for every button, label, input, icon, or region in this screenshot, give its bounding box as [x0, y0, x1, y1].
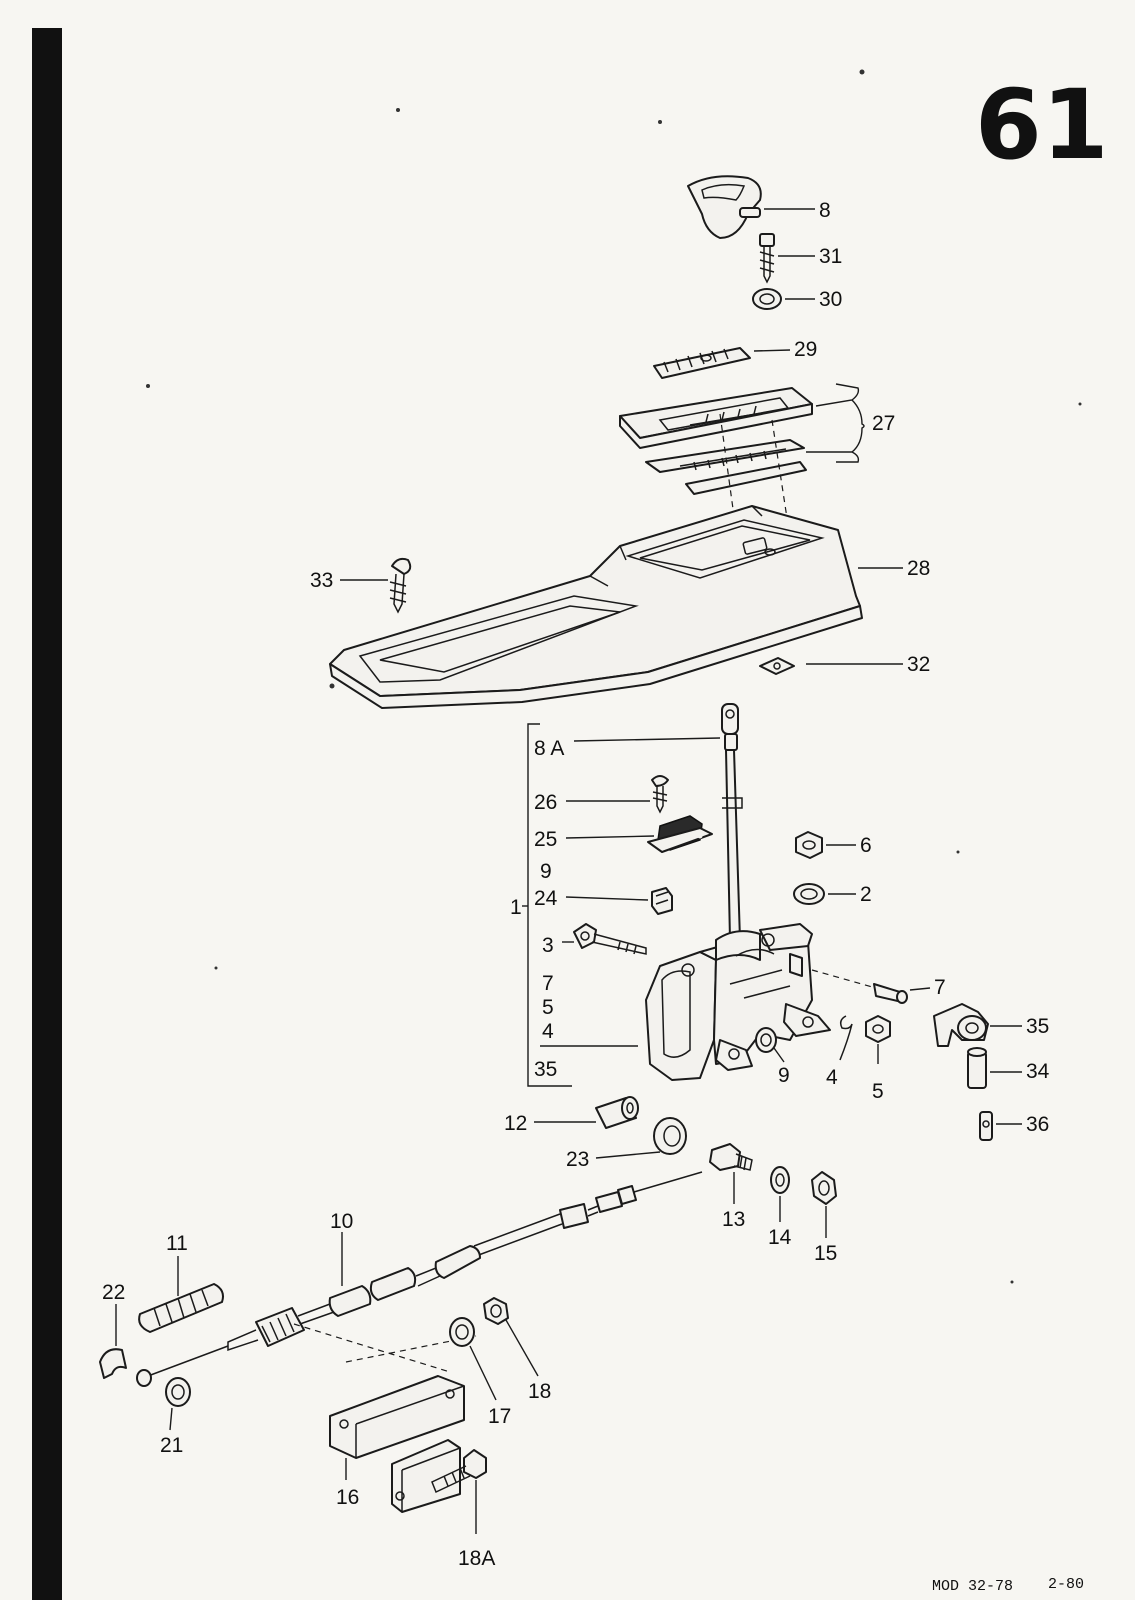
screw-26 [651, 775, 669, 814]
callout-31: 31 [819, 245, 842, 268]
callout-32: 32 [907, 653, 930, 676]
screw-31 [759, 233, 775, 284]
binding-edge-bar [32, 28, 62, 1600]
nut-6 [795, 831, 823, 859]
callout-7: 7 [934, 976, 946, 999]
washer-17 [449, 1317, 475, 1347]
callout-5: 5 [872, 1080, 884, 1103]
callout-29: 29 [794, 338, 817, 361]
callout-25: 25 [534, 828, 557, 851]
bushing-9 [755, 1027, 777, 1053]
callout-33: 33 [310, 569, 333, 592]
page-number: 61 [975, 69, 1109, 181]
callout-28: 28 [907, 557, 930, 580]
callout-35: 35 [1026, 1015, 1049, 1038]
bolt-3 [573, 923, 647, 955]
screw-33 [389, 557, 412, 614]
callout-30: 30 [819, 288, 842, 311]
callout-27: 27 [872, 412, 895, 435]
group-label-35: 35 [534, 1058, 557, 1081]
guide-strip-27 [645, 439, 807, 495]
callout-9: 9 [778, 1064, 790, 1087]
selector-plate-27 [619, 387, 813, 449]
shifter-housing [645, 923, 831, 1081]
switch-25 [647, 815, 713, 853]
nut-15 [811, 1171, 837, 1205]
footer-date: 2-80 [1048, 1576, 1084, 1593]
cable-bracket-16 [329, 1375, 465, 1513]
selector-knob [687, 175, 762, 239]
sleeve-34 [967, 1047, 987, 1089]
spring-clip-4 [839, 1015, 853, 1061]
washer-21 [165, 1377, 191, 1407]
callout-22: 22 [102, 1281, 125, 1304]
callout-18A: 18A [458, 1547, 495, 1570]
pin-36 [979, 1111, 993, 1141]
washer-14 [770, 1166, 790, 1194]
washer-30 [752, 288, 782, 310]
callout-18: 18 [528, 1380, 551, 1403]
callout-13: 13 [722, 1208, 745, 1231]
callout-23: 23 [566, 1148, 589, 1171]
pin-7 [873, 983, 908, 1004]
callout-4: 4 [826, 1066, 838, 1089]
callout-17: 17 [488, 1405, 511, 1428]
selector-lever-8A [721, 703, 743, 941]
washer-2 [793, 883, 825, 905]
shift-cable-10 [136, 1171, 703, 1387]
callout-24: 24 [534, 887, 558, 910]
scan-specks [146, 69, 1082, 1284]
group-label-5: 5 [542, 996, 554, 1019]
callout-10: 10 [330, 1210, 353, 1233]
bushing-12 [595, 1096, 639, 1129]
callout-26: 26 [534, 791, 557, 814]
callout-14: 14 [768, 1226, 792, 1249]
center-console-28 [329, 505, 863, 709]
callout-36: 36 [1026, 1113, 1049, 1136]
group-label-9: 9 [540, 860, 552, 883]
callout-8A: 8 A [534, 737, 564, 760]
callout-15: 15 [814, 1242, 837, 1265]
rubber-boot-11 [138, 1283, 224, 1333]
bolt-18A [431, 1449, 487, 1494]
lever-35 [933, 1003, 989, 1047]
callout-12: 12 [504, 1112, 527, 1135]
bushing-24 [651, 887, 673, 915]
nut-5 [865, 1015, 891, 1043]
group-label-7: 7 [542, 972, 554, 995]
clip-22 [99, 1348, 127, 1379]
stud-13 [709, 1143, 753, 1171]
callout-6: 6 [860, 834, 872, 857]
callout-34: 34 [1026, 1060, 1050, 1083]
grommet-23 [653, 1117, 687, 1155]
callout-11: 11 [166, 1232, 188, 1255]
callout-16: 16 [336, 1486, 359, 1509]
cover-29 [653, 347, 751, 379]
footer-model: MOD 32-78 [932, 1578, 1013, 1595]
clip-32 [759, 657, 795, 675]
nut-18 [483, 1297, 509, 1325]
callout-8: 8 [819, 199, 831, 222]
callout-1: 1 [510, 896, 522, 919]
callout-2: 2 [860, 883, 872, 906]
callout-21: 21 [160, 1434, 183, 1457]
callout-3: 3 [542, 934, 554, 957]
group-label-4: 4 [542, 1020, 554, 1043]
